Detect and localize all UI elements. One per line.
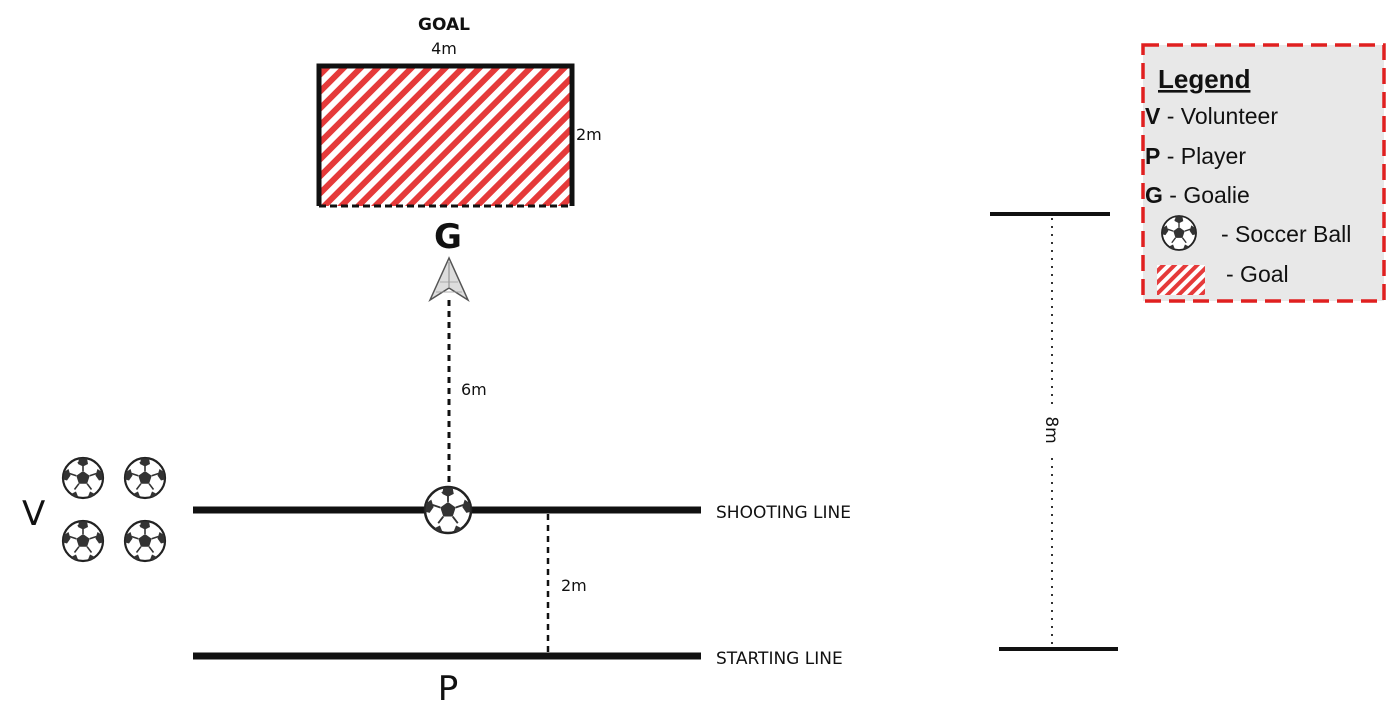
legend-text: - Player [1160,143,1246,169]
goal-width-label: 4m [431,39,457,58]
soccer-ball-icon [61,519,105,563]
legend-text: - Goalie [1163,182,1250,208]
shot-arrow [428,256,470,484]
legend-item-soccer-ball: - Soccer Ball [1221,221,1351,247]
volunteer-marker: V [22,494,45,534]
shot-distance-label: 6m [461,380,487,399]
legend: Legend V - Volunteer P - Player G - Goal… [1141,43,1386,303]
goal-title: GOAL [418,15,470,35]
legend-item-volunteer: V - Volunteer [1145,103,1278,129]
legend-key: G [1145,182,1163,208]
goal-hatch-icon [1157,265,1205,295]
shooting-line-label: SHOOTING LINE [716,503,851,523]
soccer-ball-icon [61,456,105,500]
starting-line-label: STARTING LINE [716,649,843,669]
legend-title: Legend [1158,64,1250,94]
goal-height-label: 2m [576,125,602,144]
soccer-ball-icon [123,519,167,563]
ball-stack [61,456,167,563]
total-distance-label: 8m [1041,416,1061,443]
total-distance-bracket: 8m [990,212,1118,651]
soccer-ball-icon [1161,215,1197,251]
legend-key: P [1145,143,1160,169]
goal: GOAL 4m 2m [316,15,602,208]
goal-net [319,66,572,206]
legend-item-player: P - Player [1145,143,1246,169]
goalie-marker: G [434,217,462,257]
goal-frame [316,63,575,206]
legend-box [1141,43,1386,303]
legend-text: - Volunteer [1160,103,1278,129]
soccer-ball-icon [123,456,167,500]
line-gap-label: 2m [561,576,587,595]
legend-key: V [1145,103,1161,129]
player-marker: P [438,669,459,702]
soccer-ball-icon [423,485,473,535]
legend-item-goalie: G - Goalie [1145,182,1250,208]
legend-item-goal: - Goal [1226,261,1289,287]
